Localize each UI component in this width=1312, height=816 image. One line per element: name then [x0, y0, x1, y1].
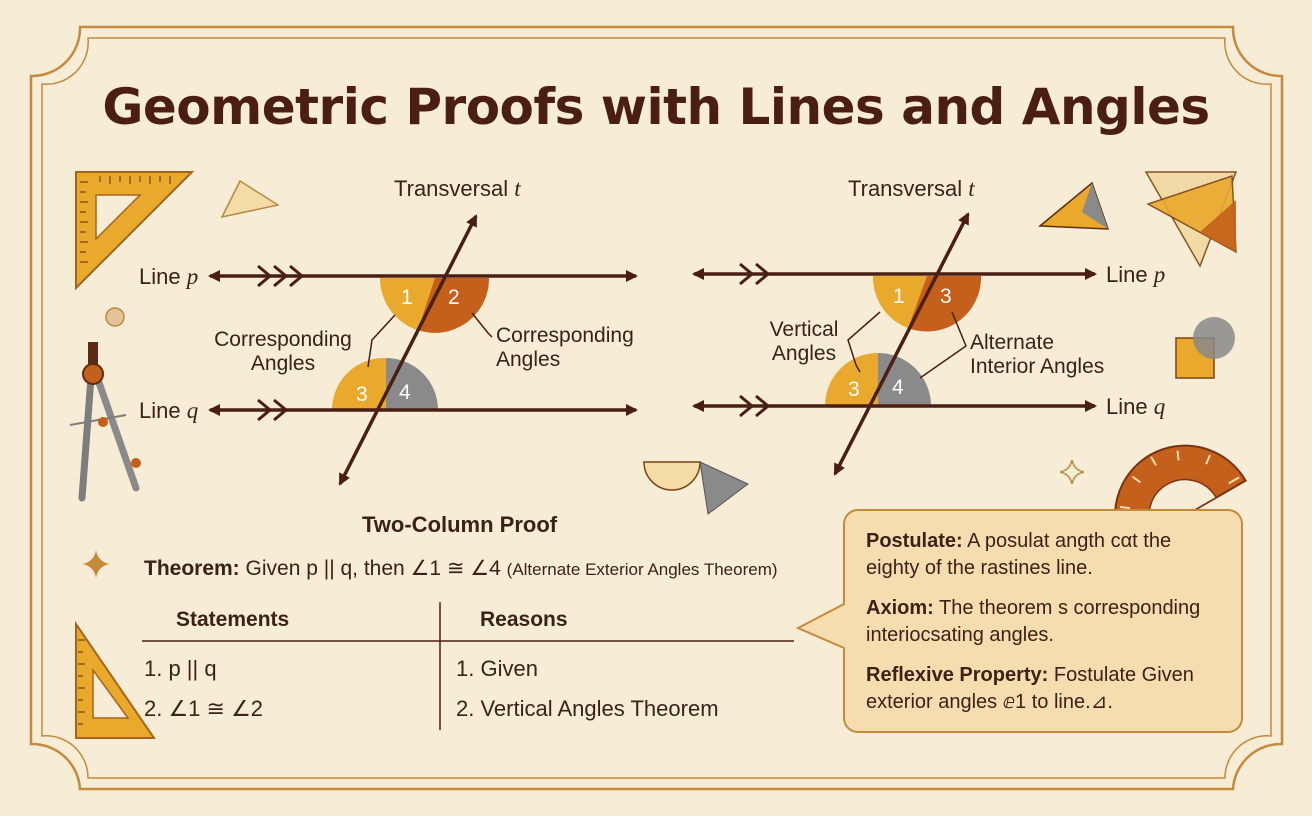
shape-group-icon [643, 461, 749, 515]
left-angle-4-label: 4 [399, 381, 411, 404]
page-frame [29, 25, 1284, 791]
right-angle-1-label: 1 [893, 285, 905, 308]
reason-row: 1. Given [456, 656, 538, 681]
triangle-icon [220, 179, 280, 219]
left-annotation-corresponding-2: Corresponding Angles [496, 324, 634, 371]
left-annotation-corresponding-1: Corresponding Angles [214, 328, 352, 375]
compass-icon [69, 342, 141, 502]
set-square-icon-bottom [75, 620, 156, 739]
left-angle-1-label: 1 [401, 286, 413, 309]
right-transversal-label: Transversal t [848, 176, 975, 201]
right-angle-3b-label: 3 [848, 378, 860, 401]
right-angle-4-label: 4 [892, 376, 904, 399]
theorem-text: Given p || q, then ∠1 ≅ ∠4 [245, 557, 501, 580]
reasons-header: Reasons [480, 608, 568, 631]
left-transversal-label: Transversal t [394, 176, 521, 201]
statement-row: 2. ∠1 ≅ ∠2 [144, 696, 264, 721]
callout-content: Postulate: A posulat angth cαt the eight… [866, 528, 1226, 729]
callout-item-reflexive: Reflexive Property: Fostulate Given exte… [866, 664, 1194, 713]
square-circle-icon [1175, 317, 1235, 379]
left-line-p-label: Line p [139, 264, 199, 289]
left-angle-2-label: 2 [448, 286, 460, 309]
overlapping-triangles-icon [1144, 171, 1238, 268]
reason-row: 2. Vertical Angles Theorem [456, 696, 719, 721]
statement-row: 1. p || q [144, 656, 217, 681]
statements-header: Statements [176, 608, 290, 631]
dot-icon [105, 307, 125, 327]
triangle-icon-right [1038, 181, 1110, 230]
right-annotation-alternate-interior: Alternate Interior Angles [970, 331, 1105, 378]
theorem-label: Theorem: [144, 557, 240, 580]
right-annotation-vertical: Vertical Angles [769, 318, 839, 365]
callout-box [795, 509, 1243, 733]
left-diagram [208, 214, 638, 486]
right-diagram [692, 212, 1097, 476]
left-angle-3-label: 3 [356, 383, 368, 406]
right-angle-3-label: 3 [940, 285, 952, 308]
left-line-q-label: Line q [139, 398, 199, 423]
right-line-q-label: Line q [1106, 394, 1166, 419]
right-line-p-label: Line p [1106, 262, 1166, 287]
theorem-name: (Alternate Exterior Angles Theorem) [506, 560, 778, 579]
callout-item-postulate: Postulate: A posulat angth cαt the eight… [866, 530, 1172, 579]
sparkle-icon-2 [82, 550, 110, 578]
theorem-line: Theorem: Given p || q, then ∠1 ≅ ∠4 (Alt… [144, 556, 778, 581]
set-square-icon [75, 171, 195, 291]
proof-title: Two-Column Proof [362, 512, 558, 537]
callout-item-axiom: Axiom: The theorem s corresponding inter… [866, 597, 1201, 646]
sparkle-icon [1059, 459, 1085, 485]
page-title: Geometric Proofs with Lines and Angles [102, 78, 1210, 136]
